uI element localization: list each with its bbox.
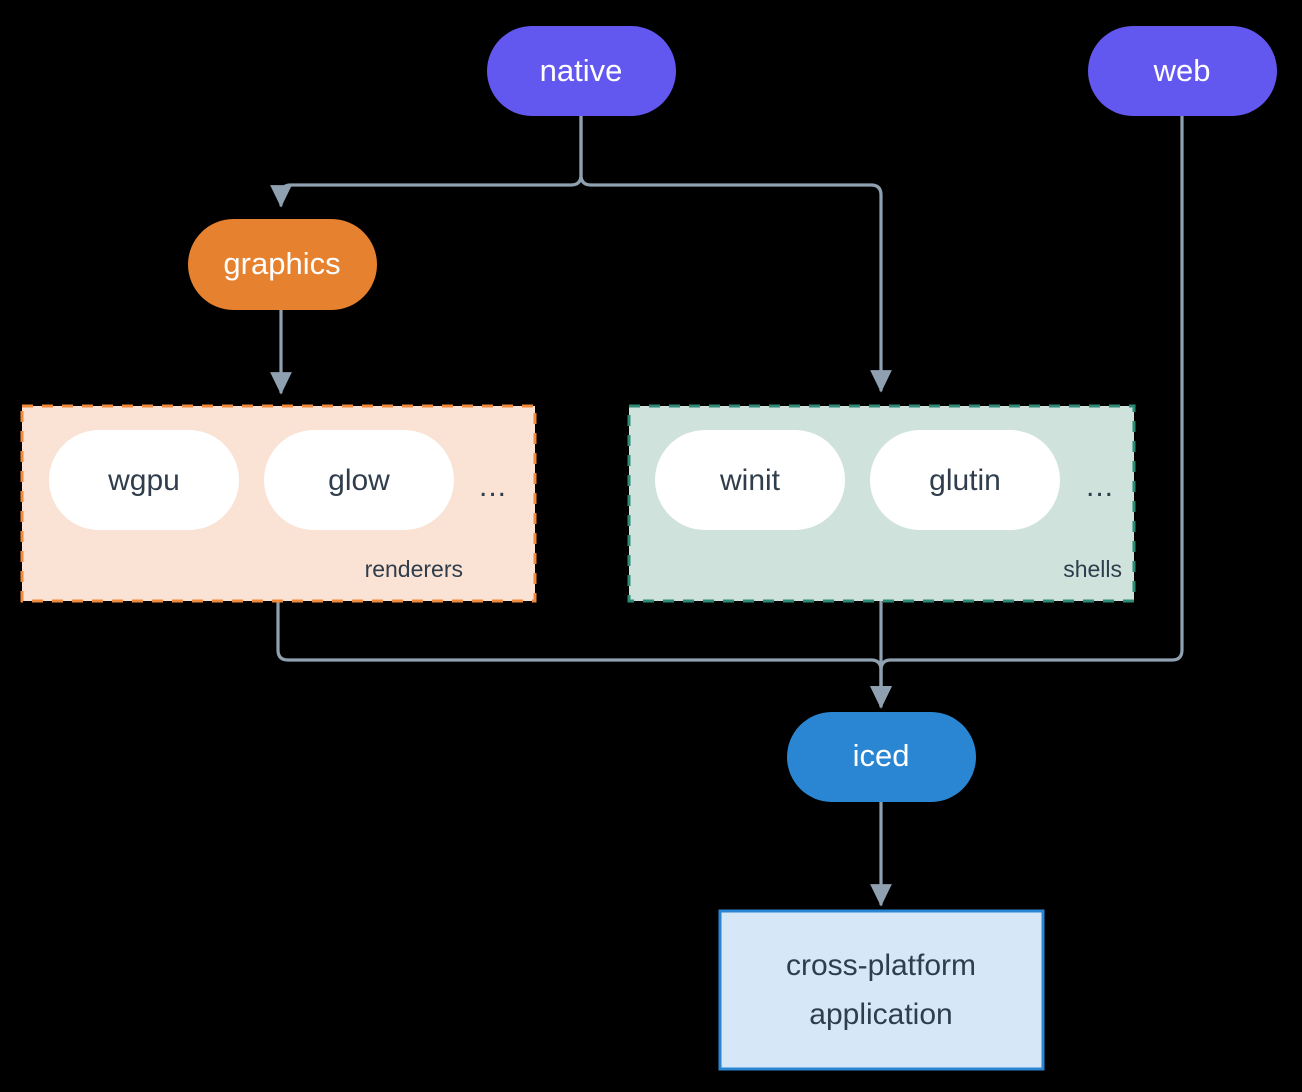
node-native-label: native [540, 53, 623, 88]
group-renderers-label: renderers [365, 556, 463, 582]
node-native-shape[interactable] [487, 26, 676, 116]
group-shells-label: shells [1063, 556, 1122, 582]
node-native[interactable]: native [487, 26, 676, 116]
node-glutin-shape[interactable] [870, 430, 1060, 530]
node-web-shape[interactable] [1088, 26, 1277, 116]
node-wgpu[interactable]: wgpu [49, 430, 239, 530]
group-shells[interactable]: winit glutin ... shells [627, 404, 1136, 603]
node-graphics[interactable]: graphics [188, 219, 377, 310]
node-winit-label: winit [719, 464, 781, 497]
node-glow-shape[interactable] [264, 430, 454, 530]
node-application-shape[interactable] [718, 909, 1045, 1071]
edge-native-to-shells [579, 114, 892, 393]
edge-native-to-graphics [270, 114, 583, 208]
group-renderers[interactable]: wgpu glow ... renderers [20, 404, 537, 603]
renderers-ellipsis: ... [479, 470, 507, 503]
node-iced[interactable]: iced [787, 712, 976, 802]
node-winit[interactable]: winit [655, 430, 845, 530]
node-application[interactable]: cross-platform application [718, 909, 1045, 1071]
node-glutin-label: glutin [929, 464, 1001, 497]
node-wgpu-shape[interactable] [49, 430, 239, 530]
node-glow[interactable]: glow [264, 430, 454, 530]
edge-web-to-iced [870, 114, 1184, 709]
node-winit-shape[interactable] [655, 430, 845, 530]
node-glow-label: glow [328, 464, 390, 497]
node-web-label: web [1153, 53, 1211, 88]
node-application-label-line2: application [809, 998, 952, 1031]
edge-renderers-to-iced [276, 599, 892, 709]
node-application-label-line1: cross-platform [786, 949, 976, 982]
node-glutin[interactable]: glutin [870, 430, 1060, 530]
node-iced-shape[interactable] [787, 712, 976, 802]
node-graphics-label: graphics [223, 246, 340, 281]
node-graphics-shape[interactable] [188, 219, 377, 310]
node-iced-label: iced [853, 738, 910, 773]
node-wgpu-label: wgpu [107, 464, 180, 497]
shells-ellipsis: ... [1086, 470, 1114, 503]
edge-layer [270, 114, 1184, 907]
node-web[interactable]: web [1088, 26, 1277, 116]
